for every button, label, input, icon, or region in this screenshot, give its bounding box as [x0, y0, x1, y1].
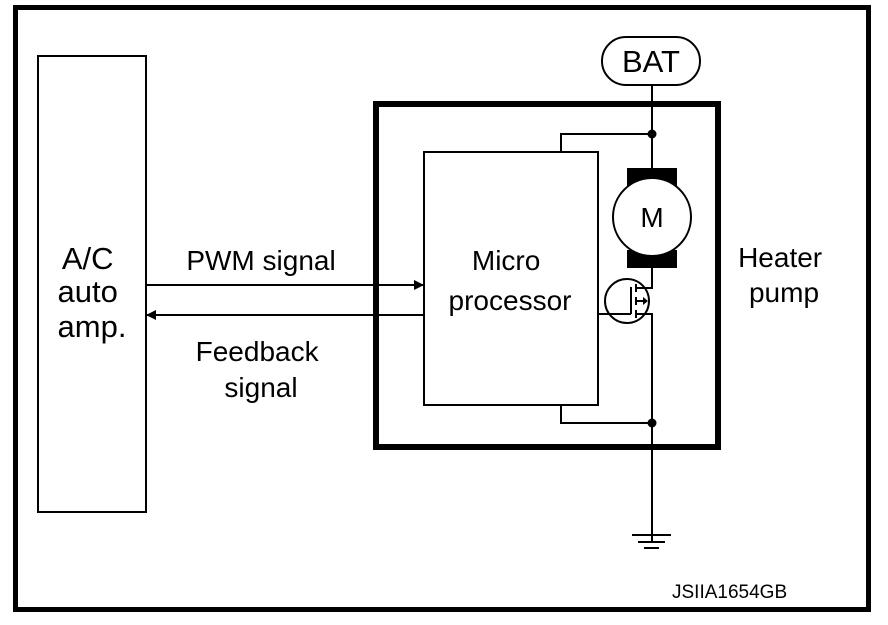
- pwm-signal: PWM signal: [146, 245, 424, 290]
- heater-pump-label: Heater pump: [738, 242, 830, 308]
- outer-frame: [13, 5, 871, 612]
- junction-dot-top: [647, 129, 657, 139]
- battery-label: BAT: [622, 44, 680, 79]
- motor-icon: [612, 177, 692, 257]
- ac-auto-amp-label: A/C auto amp.: [58, 241, 127, 344]
- ac-auto-amp: A/C auto amp.: [37, 55, 147, 513]
- micro-ground-wire: [560, 405, 652, 424]
- motor: M: [612, 168, 692, 268]
- ground-icon: [632, 534, 671, 549]
- motor-label: M: [640, 202, 663, 233]
- battery-terminal: BAT: [601, 36, 701, 86]
- feedback-signal-label: Feedback signal: [196, 336, 327, 403]
- micro-power-wire: [560, 133, 652, 152]
- heater-pump: Heater pump: [373, 101, 830, 450]
- mosfet-icon: [604, 278, 653, 324]
- feedback-signal: Feedback signal: [146, 310, 424, 403]
- microprocessor-label: Micro processor: [449, 245, 572, 316]
- junction-dot-bottom: [647, 418, 657, 428]
- heater-pump-box: [373, 101, 721, 450]
- microprocessor: Micro processor: [423, 151, 599, 406]
- microprocessor-box: [423, 151, 599, 406]
- pwm-signal-label: PWM signal: [186, 245, 335, 276]
- figure-code: JSIIA1654GB: [672, 582, 787, 603]
